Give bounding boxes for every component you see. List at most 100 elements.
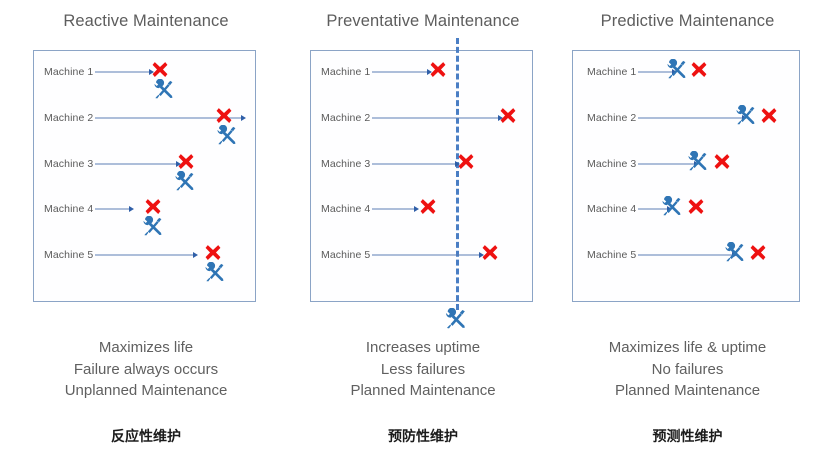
wrench-screwdriver-icon: [205, 262, 226, 283]
machine-label: Machine 5: [321, 249, 371, 261]
machine-label: Machine 1: [321, 66, 371, 78]
machine-row: Machine 5: [0, 244, 286, 266]
panel-title-reactive: Reactive Maintenance: [63, 12, 229, 30]
machine-row: Machine 3: [539, 153, 830, 175]
red-x-icon: [178, 153, 195, 170]
wrench-screwdriver-icon: [688, 151, 709, 172]
timeline-arrow-line: [638, 254, 732, 256]
caption-line: Planned Maintenance: [350, 382, 496, 399]
red-x-icon: [761, 107, 778, 129]
machine-label: Machine 3: [321, 158, 371, 170]
wrench-screwdriver-icon: [217, 125, 238, 146]
arrow-right-icon: [498, 115, 503, 121]
machine-label: Machine 4: [587, 203, 637, 215]
arrow-right-icon: [129, 206, 134, 212]
machine-row: Machine 2: [277, 107, 563, 129]
wrench-screwdriver-icon: [688, 151, 709, 177]
timeline-arrow-line: [638, 163, 694, 165]
wrench-screwdriver-icon: [154, 79, 175, 105]
machine-label: Machine 2: [44, 112, 94, 124]
red-x-icon: [216, 107, 233, 124]
red-x-icon: [458, 153, 475, 175]
timeline-arrow-line: [638, 71, 672, 73]
red-x-icon: [500, 107, 517, 129]
chinese-label-predictive: 预测性维护: [652, 429, 723, 445]
red-x-icon: [420, 198, 437, 220]
wrench-screwdriver-icon: [154, 79, 175, 100]
wrench-screwdriver-icon: [667, 59, 688, 85]
red-x-icon: [482, 244, 499, 261]
machine-label: Machine 4: [321, 203, 371, 215]
caption-line: Planned Maintenance: [614, 382, 761, 399]
wrench-screwdriver-icon: [445, 308, 467, 330]
machine-label: Machine 1: [587, 66, 637, 78]
red-x-icon: [430, 61, 447, 83]
timeline-arrow-line: [95, 71, 149, 73]
red-x-icon: [420, 198, 437, 215]
timeline-arrow-line: [95, 208, 129, 210]
panel-title-preventative: Preventative Maintenance: [326, 12, 520, 30]
timeline-arrow-line: [372, 254, 479, 256]
machine-label: Machine 2: [321, 112, 371, 124]
timeline-arrow-line: [95, 254, 193, 256]
red-x-icon: [714, 153, 731, 170]
timeline-arrow-line: [372, 163, 455, 165]
machine-label: Machine 2: [587, 112, 637, 124]
panel-title-predictive: Predictive Maintenance: [600, 12, 775, 30]
wrench-screwdriver-icon: [175, 171, 196, 192]
red-x-icon: [750, 244, 767, 261]
wrench-screwdriver-icon: [662, 196, 683, 217]
timeline-arrow-line: [372, 117, 498, 119]
red-x-icon: [500, 107, 517, 124]
wrench-screwdriver-icon: [175, 171, 196, 197]
machine-label: Machine 5: [587, 249, 637, 261]
wrench-screwdriver-icon: [205, 262, 226, 288]
arrow-right-icon: [193, 252, 198, 258]
machine-row: Machine 1: [277, 61, 563, 83]
caption-line: Increases uptime: [365, 339, 481, 356]
machine-label: Machine 3: [587, 158, 637, 170]
machine-row: Machine 4: [277, 198, 563, 220]
caption-line: Failure always occurs: [73, 360, 219, 378]
red-x-icon: [458, 153, 475, 170]
red-x-icon: [205, 244, 222, 261]
machine-label: Machine 5: [44, 249, 94, 261]
wrench-screwdriver-icon: [725, 242, 746, 268]
machine-row: Machine 4: [0, 198, 286, 220]
arrow-right-icon: [241, 115, 246, 121]
red-x-icon: [691, 61, 708, 83]
arrow-right-icon: [414, 206, 419, 212]
caption-line: Less failures: [380, 360, 466, 378]
machine-row: Machine 5: [539, 244, 830, 266]
chinese-label-reactive: 反应性维护: [111, 429, 181, 445]
wrench-screwdriver-icon: [736, 105, 757, 131]
wrench-screwdriver-icon: [662, 196, 683, 222]
red-x-icon: [688, 198, 705, 215]
chinese-label-preventative: 预防性维护: [388, 429, 458, 445]
timeline-arrow-line: [638, 208, 667, 210]
arrow-right-icon: [479, 252, 484, 258]
timeline-box-reactive: [33, 50, 256, 302]
red-x-icon: [714, 153, 731, 175]
caption-line: Maximizes life & uptime: [608, 339, 767, 356]
caption-line: Unplanned Maintenance: [64, 382, 228, 399]
machine-label: Machine 1: [44, 66, 94, 78]
red-x-icon: [688, 198, 705, 220]
wrench-screwdriver-icon: [667, 59, 688, 80]
arrow-right-icon: [455, 161, 460, 167]
caption-line: No failures: [651, 360, 724, 378]
wrench-screwdriver-icon: [736, 105, 757, 126]
wrench-screwdriver-icon: [143, 216, 164, 242]
red-x-icon: [750, 244, 767, 266]
red-x-icon: [145, 198, 162, 215]
wrench-screwdriver-icon: [143, 216, 164, 237]
red-x-icon: [152, 61, 169, 78]
machine-row: Machine 1: [539, 61, 830, 83]
wrench-screwdriver-icon: [217, 125, 238, 151]
machine-row: Machine 3: [277, 153, 563, 175]
machine-row: Machine 2: [539, 107, 830, 129]
caption-line: Maximizes life: [98, 339, 194, 356]
